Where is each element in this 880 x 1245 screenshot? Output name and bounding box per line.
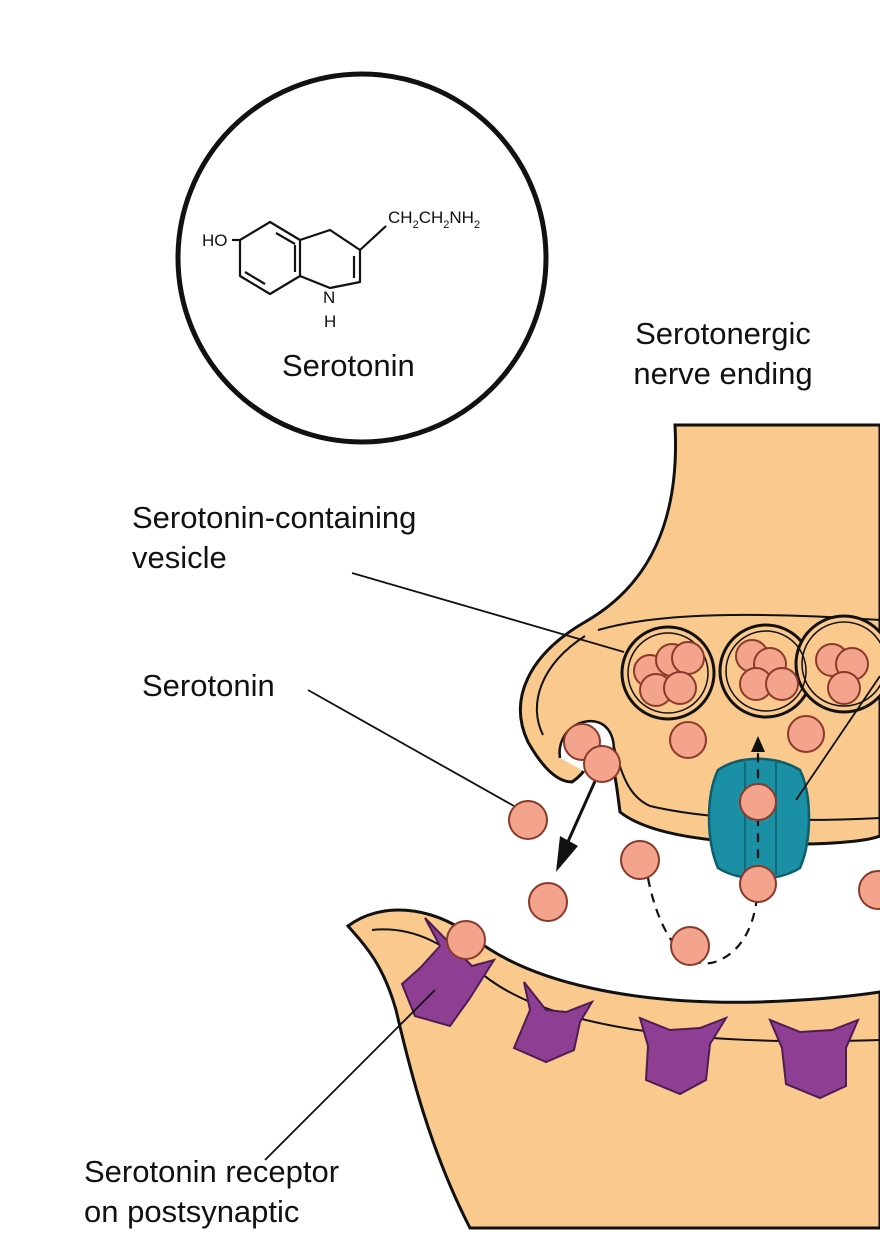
vesicle-inner-rings <box>627 621 880 714</box>
vesicle-leader-line <box>351 572 625 653</box>
vesicle-label-line-2: vesicle <box>132 540 227 575</box>
serotonin-leader-line <box>307 689 515 807</box>
ring-nitrogen-text: N <box>323 288 335 307</box>
vesicle-label: Serotonin-containing vesicle <box>132 498 416 578</box>
nerve-ending-label-line-1: Serotonergic <box>635 316 811 351</box>
postsynaptic-cell <box>345 908 880 1230</box>
serotonin-particles <box>446 639 880 966</box>
receptor-2 <box>512 981 595 1064</box>
serotonin-structure <box>232 220 387 296</box>
molecule-name-label: Serotonin <box>282 348 415 383</box>
receptors <box>400 917 860 1100</box>
reuptake-arrowhead <box>751 736 765 752</box>
serotonin-label: Serotonin <box>142 668 275 703</box>
receptor-label-line-2: on postsynaptic <box>84 1194 300 1229</box>
receptor-label-line-1: Serotonin receptor <box>84 1154 340 1189</box>
vesicle-label-line-1: Serotonin-containing <box>132 500 417 535</box>
nerve-ending-label-line-2: nerve ending <box>633 356 813 391</box>
release-arrowhead <box>556 836 578 872</box>
transporter-leader-line <box>795 675 880 801</box>
receptor-leader-line <box>264 989 436 1161</box>
side-chain-text: CH2CH2NH2 <box>388 208 480 231</box>
release-arrow-shaft <box>564 769 602 847</box>
hydroxyl-group-text: HO <box>202 231 228 250</box>
molecule-circle <box>175 71 549 445</box>
receptor-4 <box>768 1018 860 1100</box>
receptor-3 <box>638 1016 729 1096</box>
nerve-ending-label: Serotonergic nerve ending <box>598 314 848 394</box>
ring-hydrogen-text: H <box>324 312 336 331</box>
receptor-label: Serotonin receptor on postsynaptic <box>84 1152 339 1232</box>
